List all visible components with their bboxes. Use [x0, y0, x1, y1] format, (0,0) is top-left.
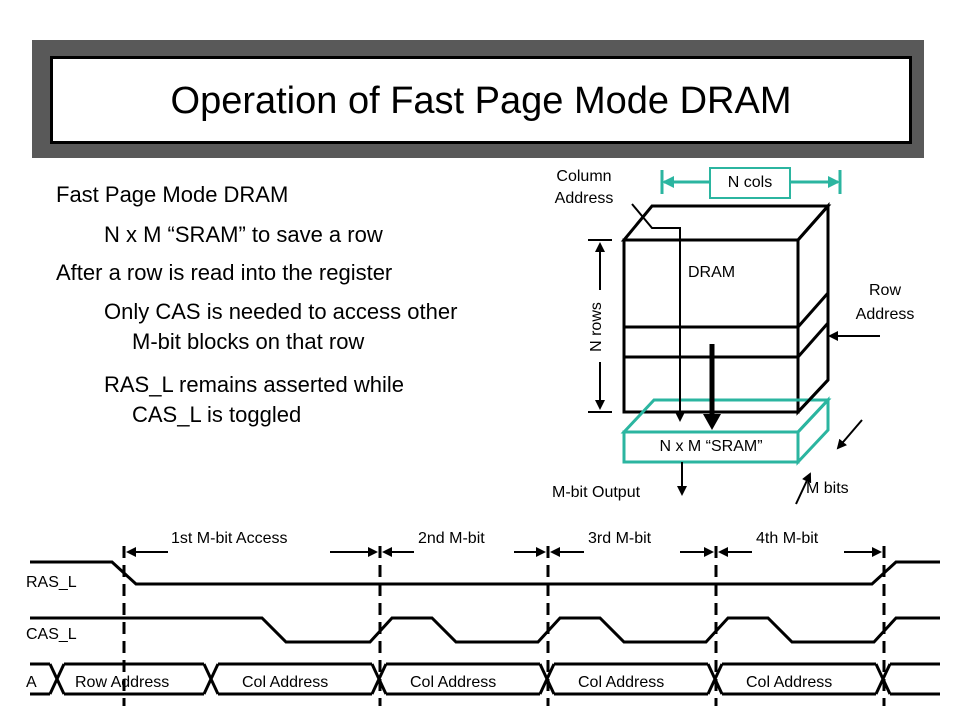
address-label: Col Address [578, 674, 665, 691]
sram-top [620, 398, 832, 434]
column-address-label-1: Column [556, 168, 612, 185]
access-label-1: 1st M-bit Access [171, 530, 288, 547]
address-bus [30, 662, 940, 696]
m-bits-label: M bits [806, 480, 849, 497]
access-label-3: 3rd M-bit [588, 530, 652, 547]
access-label-4: 4th M-bit [756, 530, 819, 547]
column-address-label-2: Address [554, 190, 614, 207]
sram-label: N x M “SRAM” [659, 438, 763, 455]
bullet-fast-page-mode: Fast Page Mode DRAM [56, 182, 289, 207]
row-band-line [796, 322, 830, 358]
address-label: Col Address [746, 674, 833, 691]
m-bits-arrow [795, 472, 812, 505]
bullet-ras-asserted-1: RAS_L remains asserted while [104, 372, 404, 397]
page-title: Operation of Fast Page Mode DRAM [170, 80, 792, 122]
cas-waveform [30, 616, 940, 644]
access-label-2: 2nd M-bit [418, 530, 485, 547]
signal-a-label: A [26, 674, 37, 691]
bullet-cas-only-1: Only CAS is needed to access other [104, 299, 458, 324]
signal-cas-label: CAS_L [26, 626, 77, 643]
address-label: Col Address [410, 674, 497, 691]
m-bit-output-label: M-bit Output [552, 484, 641, 501]
dram-label: DRAM [688, 264, 736, 281]
row-address-label-2: Address [855, 306, 915, 323]
title-box [50, 56, 912, 144]
signal-ras-label: RAS_L [26, 574, 77, 591]
row-address-label-1: Row [868, 282, 901, 299]
bullet-sram-row: N x M “SRAM” to save a row [104, 222, 383, 247]
bullet-row-read: After a row is read into the register [56, 260, 393, 285]
address-label: Col Address [242, 674, 329, 691]
m-bits-arrow-right [836, 419, 863, 450]
bullet-ras-asserted-2: CAS_L is toggled [132, 402, 302, 427]
ras-waveform [30, 560, 940, 586]
row-band-line [796, 292, 830, 328]
address-label: Row Address [75, 674, 170, 691]
n-cols-box [709, 167, 791, 199]
n-cols-label: N cols [727, 174, 773, 191]
bullet-cas-only-2: M-bit blocks on that row [132, 329, 365, 354]
column-address-line [631, 203, 685, 422]
